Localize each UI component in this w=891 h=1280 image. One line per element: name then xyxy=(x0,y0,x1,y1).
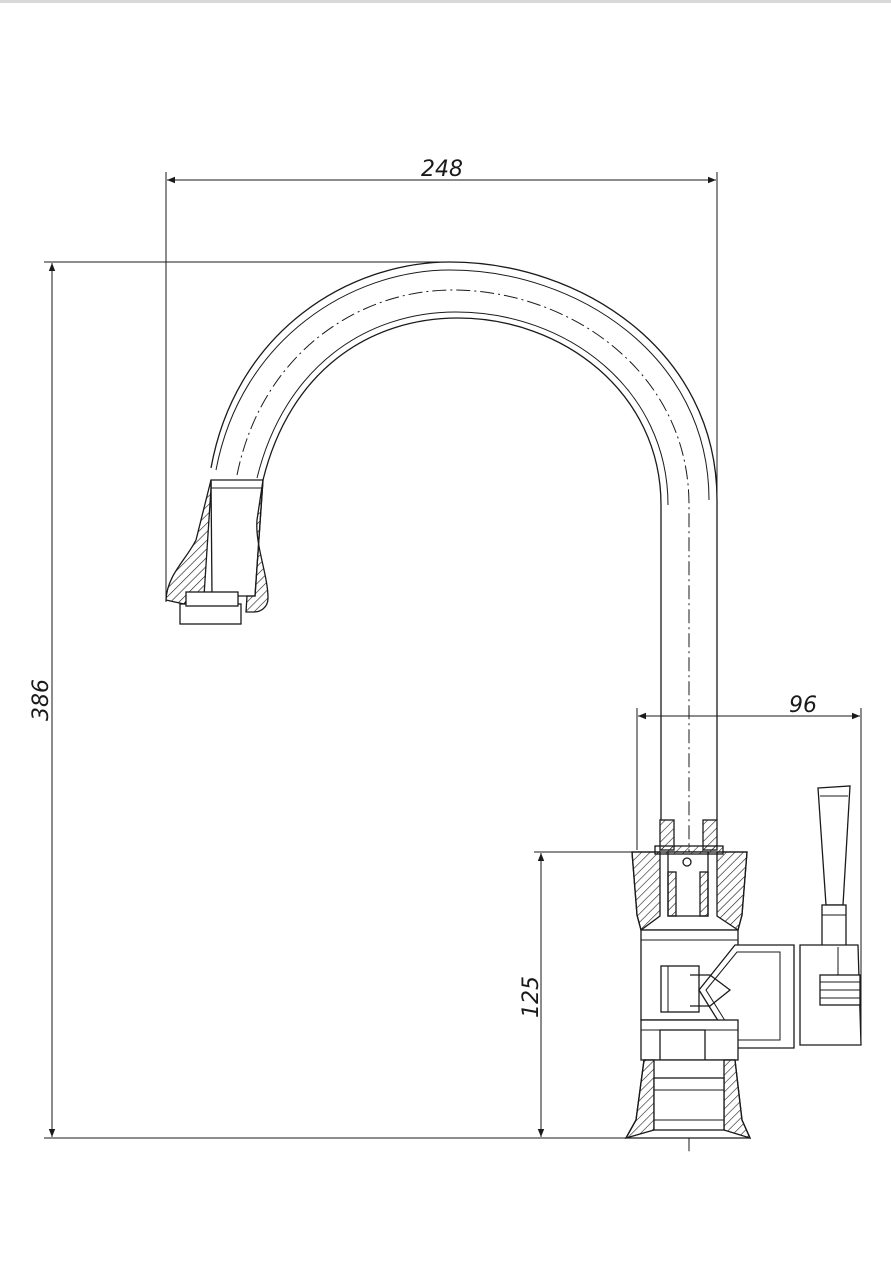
base-shell-left xyxy=(624,1059,655,1140)
spout xyxy=(165,261,718,1155)
dimension-width: 248 xyxy=(165,157,718,602)
spout-centerline xyxy=(236,289,690,1155)
height-label: 386 xyxy=(29,679,54,721)
faucet-body xyxy=(624,819,795,1140)
insert-pin xyxy=(682,857,692,867)
top-border xyxy=(0,0,891,3)
base-shell-right xyxy=(723,1059,752,1140)
dimension-height: 386 xyxy=(29,261,750,1139)
lever-handle xyxy=(799,785,862,1046)
base-thread xyxy=(653,1077,725,1131)
body-top-shell-left xyxy=(631,851,661,932)
lever-neck xyxy=(821,904,847,948)
body-top-shell-right xyxy=(716,851,748,932)
spout-inner-edge xyxy=(262,317,662,820)
spout-outer-edge xyxy=(210,261,718,820)
aerator-collar xyxy=(210,479,264,597)
dimension-handle-reach: 96 xyxy=(636,693,862,1045)
insert-wall-left xyxy=(667,871,677,917)
nozzle-shell-right xyxy=(245,479,269,613)
insert-collar xyxy=(654,845,724,855)
lower-insert xyxy=(659,1029,706,1061)
body-height-label: 125 xyxy=(519,976,544,1018)
cartridge-block xyxy=(660,965,700,1013)
dimension-body-height: 125 xyxy=(519,851,632,1137)
valve-stem xyxy=(690,974,732,1007)
aerator-ring xyxy=(185,591,239,607)
insert-wall-right xyxy=(699,871,709,917)
spout-outer-edge-inner xyxy=(215,269,710,501)
nozzle-shell-left xyxy=(165,479,212,605)
aerator-tip xyxy=(179,603,242,625)
spout-inner-edge-outer xyxy=(256,311,669,506)
width-label: 248 xyxy=(421,157,463,182)
lever-grip xyxy=(817,785,851,906)
handle-reach-label: 96 xyxy=(789,693,817,718)
